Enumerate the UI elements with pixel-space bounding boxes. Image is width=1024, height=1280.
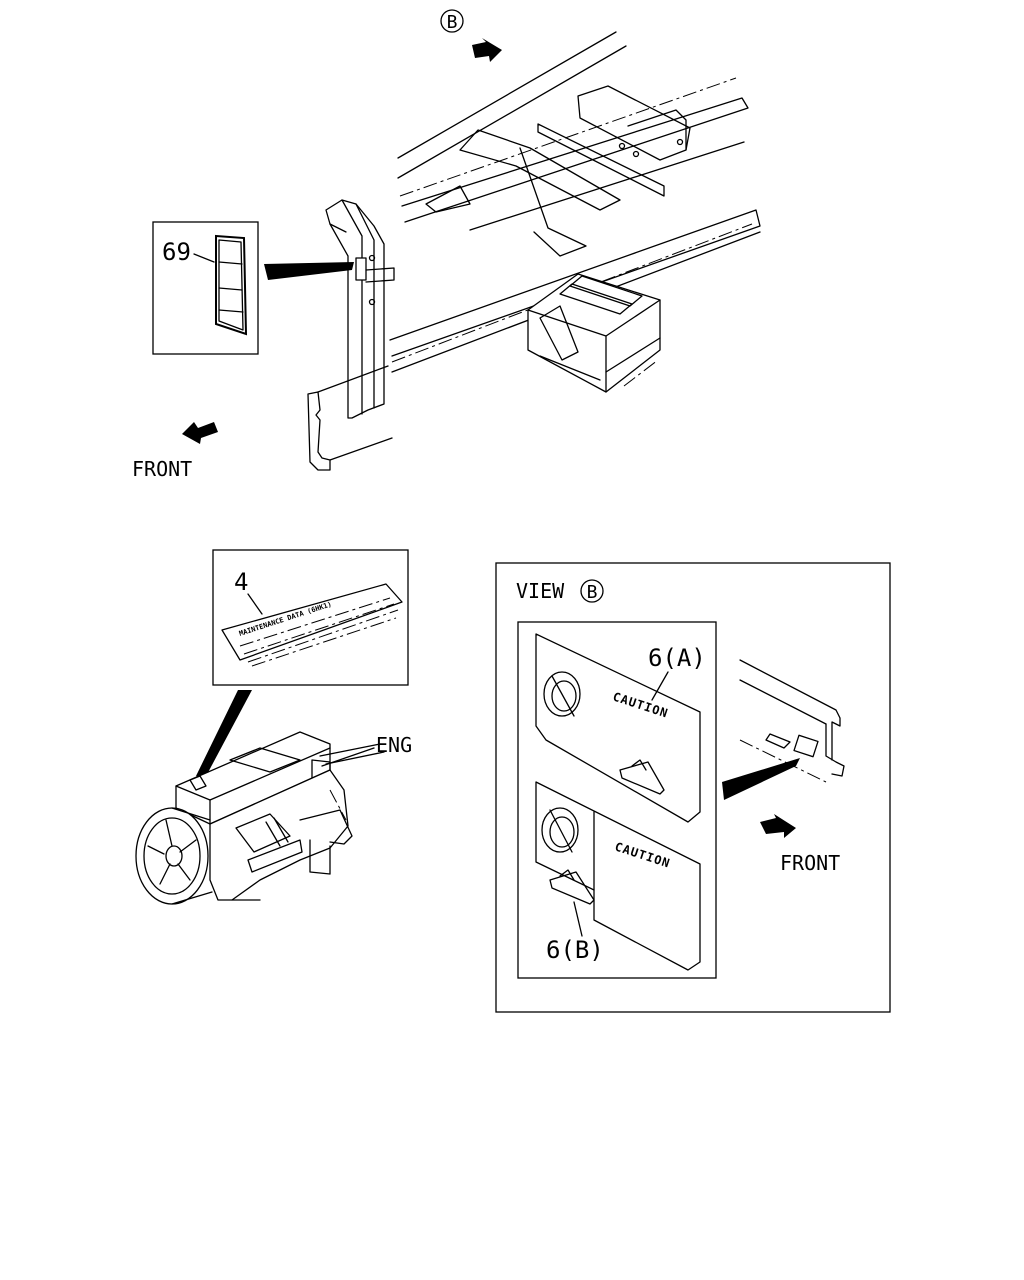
chassis-frame-drawing (307, 31, 761, 471)
view-b-panel: VIEW B CAUTION 6(A) CAUTION (495, 562, 891, 1013)
view-b-title-letter: B (587, 582, 598, 603)
front-arrow-top (182, 422, 218, 444)
view-b-marker-letter: B (447, 12, 458, 33)
view-b-frame-rail (739, 659, 845, 783)
leader-eng (321, 747, 375, 767)
leader-view-b (722, 758, 800, 800)
caution-labels-box (517, 621, 717, 979)
callout-box-4: 4 MAINTENANCE DATA (6HK1) (212, 549, 409, 686)
view-b-marker: B (440, 9, 464, 33)
leader-6a (651, 671, 669, 701)
view-b-title: VIEW (516, 579, 565, 603)
leader-69 (264, 262, 354, 280)
direction-arrow-b (472, 38, 502, 62)
engine-drawing (135, 731, 385, 905)
part-number-6a: 6(A) (648, 644, 706, 672)
leader-6b (573, 901, 583, 937)
part-number-6b: 6(B) (546, 936, 604, 964)
front-arrow-view (760, 814, 796, 838)
front-label-view: FRONT (780, 851, 840, 875)
leader-4 (196, 690, 252, 780)
front-label-top: FRONT (132, 457, 192, 481)
part-number-69: 69 (162, 238, 191, 266)
eng-label: ENG (376, 733, 412, 757)
view-b-title-circle (580, 579, 604, 603)
callout-box-69: 69 (152, 221, 259, 355)
part-number-4: 4 (234, 568, 248, 596)
